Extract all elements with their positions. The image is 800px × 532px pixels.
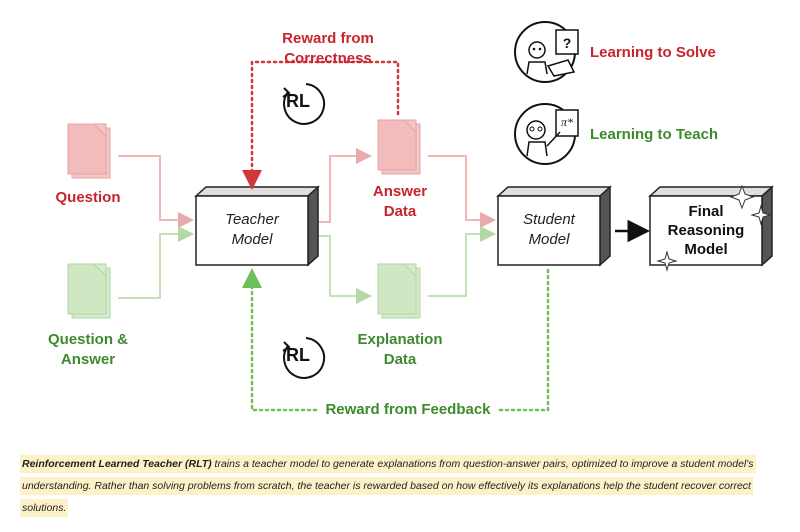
rl-cycle-icon [282, 83, 326, 125]
svg-text:?: ? [563, 35, 572, 51]
explanation-to-student-arrow [428, 226, 496, 297]
svg-text:π*: π* [561, 115, 573, 129]
figure-caption: Reinforcement Learned Teacher (RLT) trai… [20, 453, 776, 519]
final-model-label-line1: Final [688, 203, 724, 220]
learning-to-teach-icon: π* [514, 103, 579, 165]
teacher-to-answer-arrow [312, 148, 372, 223]
reward-feedback-label: Reward from Feedback [325, 401, 491, 418]
reward-correctness-label-line1: Reward from [282, 30, 374, 47]
teacher-model-label-line1: Teacher [225, 211, 279, 228]
answer-data-doc-icon [377, 119, 421, 175]
qa-to-teacher-arrow [118, 226, 194, 299]
caption-lead: Reinforcement Learned Teacher (RLT) [22, 458, 212, 470]
teacher-model-label-line2: Model [231, 231, 273, 248]
explanation-data-doc-icon [377, 263, 421, 319]
answer-data-label-line2: Data [383, 203, 417, 220]
answer-to-student-arrow [428, 155, 496, 228]
student-model-label-line1: Student [523, 211, 575, 228]
student-model-label-line2: Model [528, 231, 570, 248]
question-answer-label-line1: Question & [47, 331, 128, 348]
rl-label-bottom: RL [286, 345, 310, 365]
rlt-diagram: ? π* Reward from Correctness RL RL Quest… [47, 21, 774, 418]
student-model-box [496, 185, 612, 267]
question-answer-doc-icon [67, 263, 111, 319]
rl-label-top: RL [286, 91, 310, 111]
question-doc-icon [67, 123, 111, 179]
final-reasoning-model-box [648, 185, 774, 267]
question-label: Question [55, 189, 121, 206]
reward-correctness-loop [242, 60, 400, 190]
rl-cycle-icon [282, 337, 326, 379]
learning-to-solve-icon: ? [514, 21, 579, 83]
sparkle-icon [656, 184, 772, 272]
legend-learning-to-solve: Learning to Solve [590, 44, 716, 61]
explanation-data-label-line1: Explanation [357, 331, 443, 348]
question-to-teacher-arrow [118, 155, 194, 228]
explanation-data-label-line2: Data [383, 351, 417, 368]
final-model-label-line3: Model [684, 241, 728, 258]
legend-learning-to-teach: Learning to Teach [590, 126, 719, 143]
final-model-label-line2: Reasoning [667, 222, 745, 239]
teacher-to-explanation-arrow [312, 235, 372, 304]
reward-correctness-label-line2: Correctness [284, 50, 372, 67]
answer-data-label-line1: Answer [372, 183, 428, 200]
question-answer-label-line2: Answer [60, 351, 116, 368]
caption-body: trains a teacher model to generate expla… [22, 458, 754, 514]
teacher-model-box [194, 185, 320, 267]
